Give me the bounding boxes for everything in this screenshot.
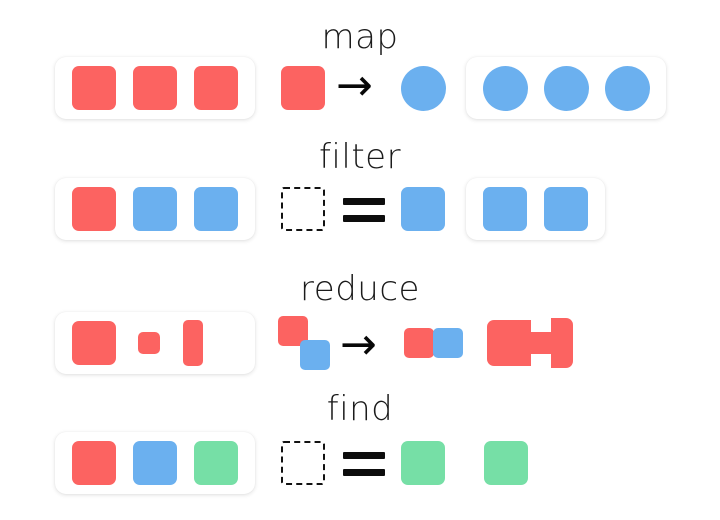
find-input-panel: [55, 432, 255, 494]
map-input-item-2: [194, 66, 238, 110]
filter-output-item-0: [483, 187, 527, 231]
find-input-item-1: [133, 441, 177, 485]
reduce-input-panel: [55, 312, 255, 374]
reduce-input-item-1: [138, 332, 160, 354]
map-operation-source-square: [281, 66, 325, 110]
map-input-item-0: [72, 66, 116, 110]
find-input-item-0: [72, 441, 116, 485]
reduce-output-part-small: [529, 332, 553, 354]
reduce-output-merged-shape: [487, 318, 573, 368]
find-output-item-0: [484, 441, 528, 485]
map-input-item-1: [133, 66, 177, 110]
reduce-operation: →: [278, 312, 463, 374]
equals-icon: [343, 198, 385, 222]
map-operation-target-circle: [401, 66, 446, 111]
map-output-item-1: [544, 66, 589, 111]
filter-operation: [281, 187, 446, 233]
arrow-icon: →: [340, 319, 377, 370]
row-label-filter: filter: [318, 137, 402, 177]
map-input-panel: [55, 57, 255, 119]
reduce-result-square-red: [404, 328, 434, 358]
find-input-item-2: [194, 441, 238, 485]
map-operation: →: [281, 60, 446, 112]
arrow-icon: →: [336, 60, 373, 111]
reduce-output-part-tall: [551, 318, 573, 368]
filter-output-item-1: [544, 187, 588, 231]
filter-input-item-1: [133, 187, 177, 231]
reduce-input-item-2: [183, 320, 203, 366]
filter-input-panel: [55, 178, 255, 240]
reduce-current-square: [300, 340, 330, 370]
row-label-map: map: [321, 17, 399, 57]
find-predicate-match: [401, 441, 445, 485]
map-output-panel: [466, 57, 666, 119]
reduce-input-item-0: [72, 321, 116, 365]
reduce-result-square-blue: [433, 328, 463, 358]
reduce-output-part-large: [487, 320, 531, 366]
row-label-reduce: reduce: [300, 269, 420, 309]
row-label-find: find: [326, 389, 394, 429]
find-output-group: [484, 441, 528, 485]
filter-input-item-2: [194, 187, 238, 231]
map-output-item-0: [483, 66, 528, 111]
map-output-item-2: [605, 66, 650, 111]
filter-input-item-0: [72, 187, 116, 231]
filter-predicate-placeholder: [281, 187, 325, 231]
find-operation: [281, 441, 446, 487]
filter-predicate-match: [401, 187, 445, 231]
filter-output-panel: [466, 178, 605, 240]
find-predicate-placeholder: [281, 441, 325, 485]
equals-icon: [343, 452, 385, 476]
